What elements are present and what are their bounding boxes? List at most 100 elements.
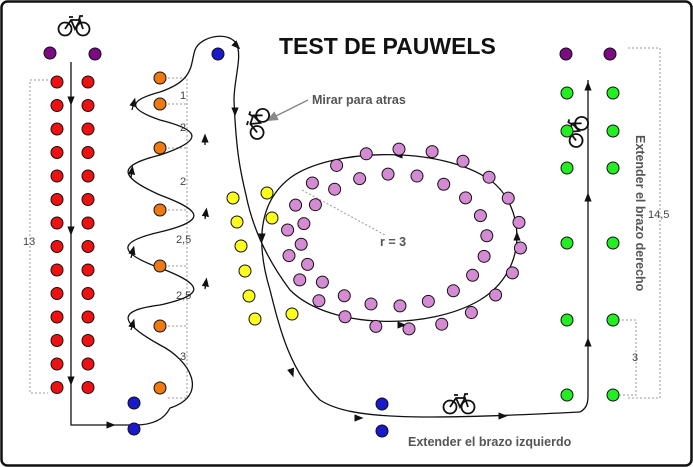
pink-cone bbox=[364, 297, 378, 311]
purple-cone bbox=[603, 47, 617, 61]
look-back-arrow bbox=[265, 99, 309, 122]
red-cone bbox=[50, 216, 64, 230]
blue-cone bbox=[375, 397, 389, 411]
pink-cone bbox=[293, 273, 307, 287]
green-cone bbox=[606, 124, 620, 138]
pink-cone bbox=[330, 158, 344, 172]
right-spacing-line bbox=[618, 319, 637, 396]
yellow-cone bbox=[285, 307, 299, 321]
pink-cone bbox=[513, 241, 527, 255]
red-cone bbox=[81, 263, 95, 277]
red-cone bbox=[81, 75, 95, 89]
orange-cone bbox=[153, 97, 167, 111]
cones-layer bbox=[43, 46, 620, 438]
pink-cone bbox=[402, 322, 416, 336]
pink-cone bbox=[477, 249, 491, 263]
pink-cone bbox=[435, 317, 449, 331]
purple-cone bbox=[559, 47, 573, 61]
pink-cone bbox=[410, 169, 424, 183]
red-cone bbox=[50, 287, 64, 300]
pink-cone bbox=[337, 289, 351, 303]
red-cone bbox=[50, 381, 64, 394]
green-cone bbox=[606, 236, 620, 250]
pink-cone bbox=[505, 266, 519, 280]
pink-cone bbox=[473, 209, 487, 223]
green-cone bbox=[560, 388, 574, 402]
pink-cone bbox=[456, 154, 470, 168]
red-cone bbox=[50, 146, 64, 159]
blue-cone bbox=[127, 422, 141, 436]
green-cone bbox=[606, 161, 620, 175]
red-cone bbox=[81, 193, 95, 206]
right-spacing-label: 3 bbox=[632, 352, 638, 364]
right-dimension-line bbox=[628, 47, 661, 399]
zigzag-dimension-4: 2,5 bbox=[176, 234, 191, 246]
pink-cone bbox=[489, 288, 503, 302]
red-cone bbox=[81, 287, 95, 300]
green-cone bbox=[560, 236, 574, 250]
pink-cone bbox=[359, 147, 373, 161]
yellow-cone bbox=[238, 264, 252, 278]
yellow-cone bbox=[265, 211, 279, 225]
pink-cone bbox=[308, 198, 322, 212]
red-cone bbox=[81, 146, 95, 159]
pink-cone bbox=[369, 319, 383, 333]
pink-cone bbox=[301, 257, 315, 271]
pink-cone bbox=[459, 191, 473, 205]
left-dimension-line bbox=[29, 79, 48, 394]
yellow-cone bbox=[234, 239, 248, 253]
pink-cone bbox=[282, 249, 296, 263]
green-cone bbox=[606, 313, 620, 327]
pink-cone bbox=[480, 229, 494, 243]
pink-cone bbox=[294, 237, 308, 251]
left-dimension-label: 13 bbox=[23, 236, 35, 248]
orange-cone bbox=[153, 259, 167, 273]
pink-cone bbox=[482, 170, 496, 184]
yellow-cone bbox=[242, 289, 256, 303]
green-cone bbox=[606, 86, 620, 100]
pink-cone bbox=[315, 275, 329, 289]
yellow-cone bbox=[230, 215, 244, 229]
red-cone bbox=[81, 216, 95, 230]
green-cone bbox=[560, 86, 574, 100]
pink-cone bbox=[393, 299, 407, 313]
red-cone bbox=[81, 310, 95, 324]
red-cone bbox=[50, 193, 64, 206]
pink-cone bbox=[305, 176, 319, 190]
radius-label: r = 3 bbox=[380, 235, 406, 249]
red-cone bbox=[81, 381, 95, 394]
pink-cone bbox=[446, 284, 460, 298]
blue-cone bbox=[375, 424, 389, 438]
green-cone bbox=[560, 161, 574, 175]
red-cone bbox=[81, 169, 95, 183]
pink-cone bbox=[312, 294, 326, 308]
pink-cone bbox=[381, 167, 395, 181]
pink-cone bbox=[338, 310, 352, 324]
pink-cone bbox=[328, 182, 342, 196]
look-back-label: Mirar para atras bbox=[312, 93, 406, 107]
zigzag-dimension-6: 3 bbox=[180, 351, 186, 363]
red-cone bbox=[50, 75, 64, 89]
red-cone bbox=[81, 240, 95, 253]
orange-cone bbox=[153, 381, 167, 395]
red-cone bbox=[50, 240, 64, 253]
yellow-cone bbox=[248, 312, 262, 326]
pink-cone bbox=[501, 191, 515, 205]
red-cone bbox=[81, 99, 95, 112]
extend-right-label: Extender el brazo derecho bbox=[633, 135, 647, 292]
red-cone bbox=[50, 357, 64, 371]
blue-cone bbox=[127, 396, 141, 410]
green-cone bbox=[606, 388, 620, 402]
yellow-cone bbox=[260, 186, 274, 200]
red-cone bbox=[50, 169, 64, 183]
red-cone bbox=[50, 122, 64, 136]
pink-cone bbox=[297, 217, 311, 231]
diagram-title: TEST DE PAUWELS bbox=[279, 33, 496, 59]
red-cone bbox=[50, 310, 64, 324]
yellow-cone bbox=[226, 191, 240, 205]
orange-cone bbox=[153, 319, 167, 333]
orange-cone bbox=[153, 203, 167, 217]
red-cone bbox=[50, 334, 64, 347]
